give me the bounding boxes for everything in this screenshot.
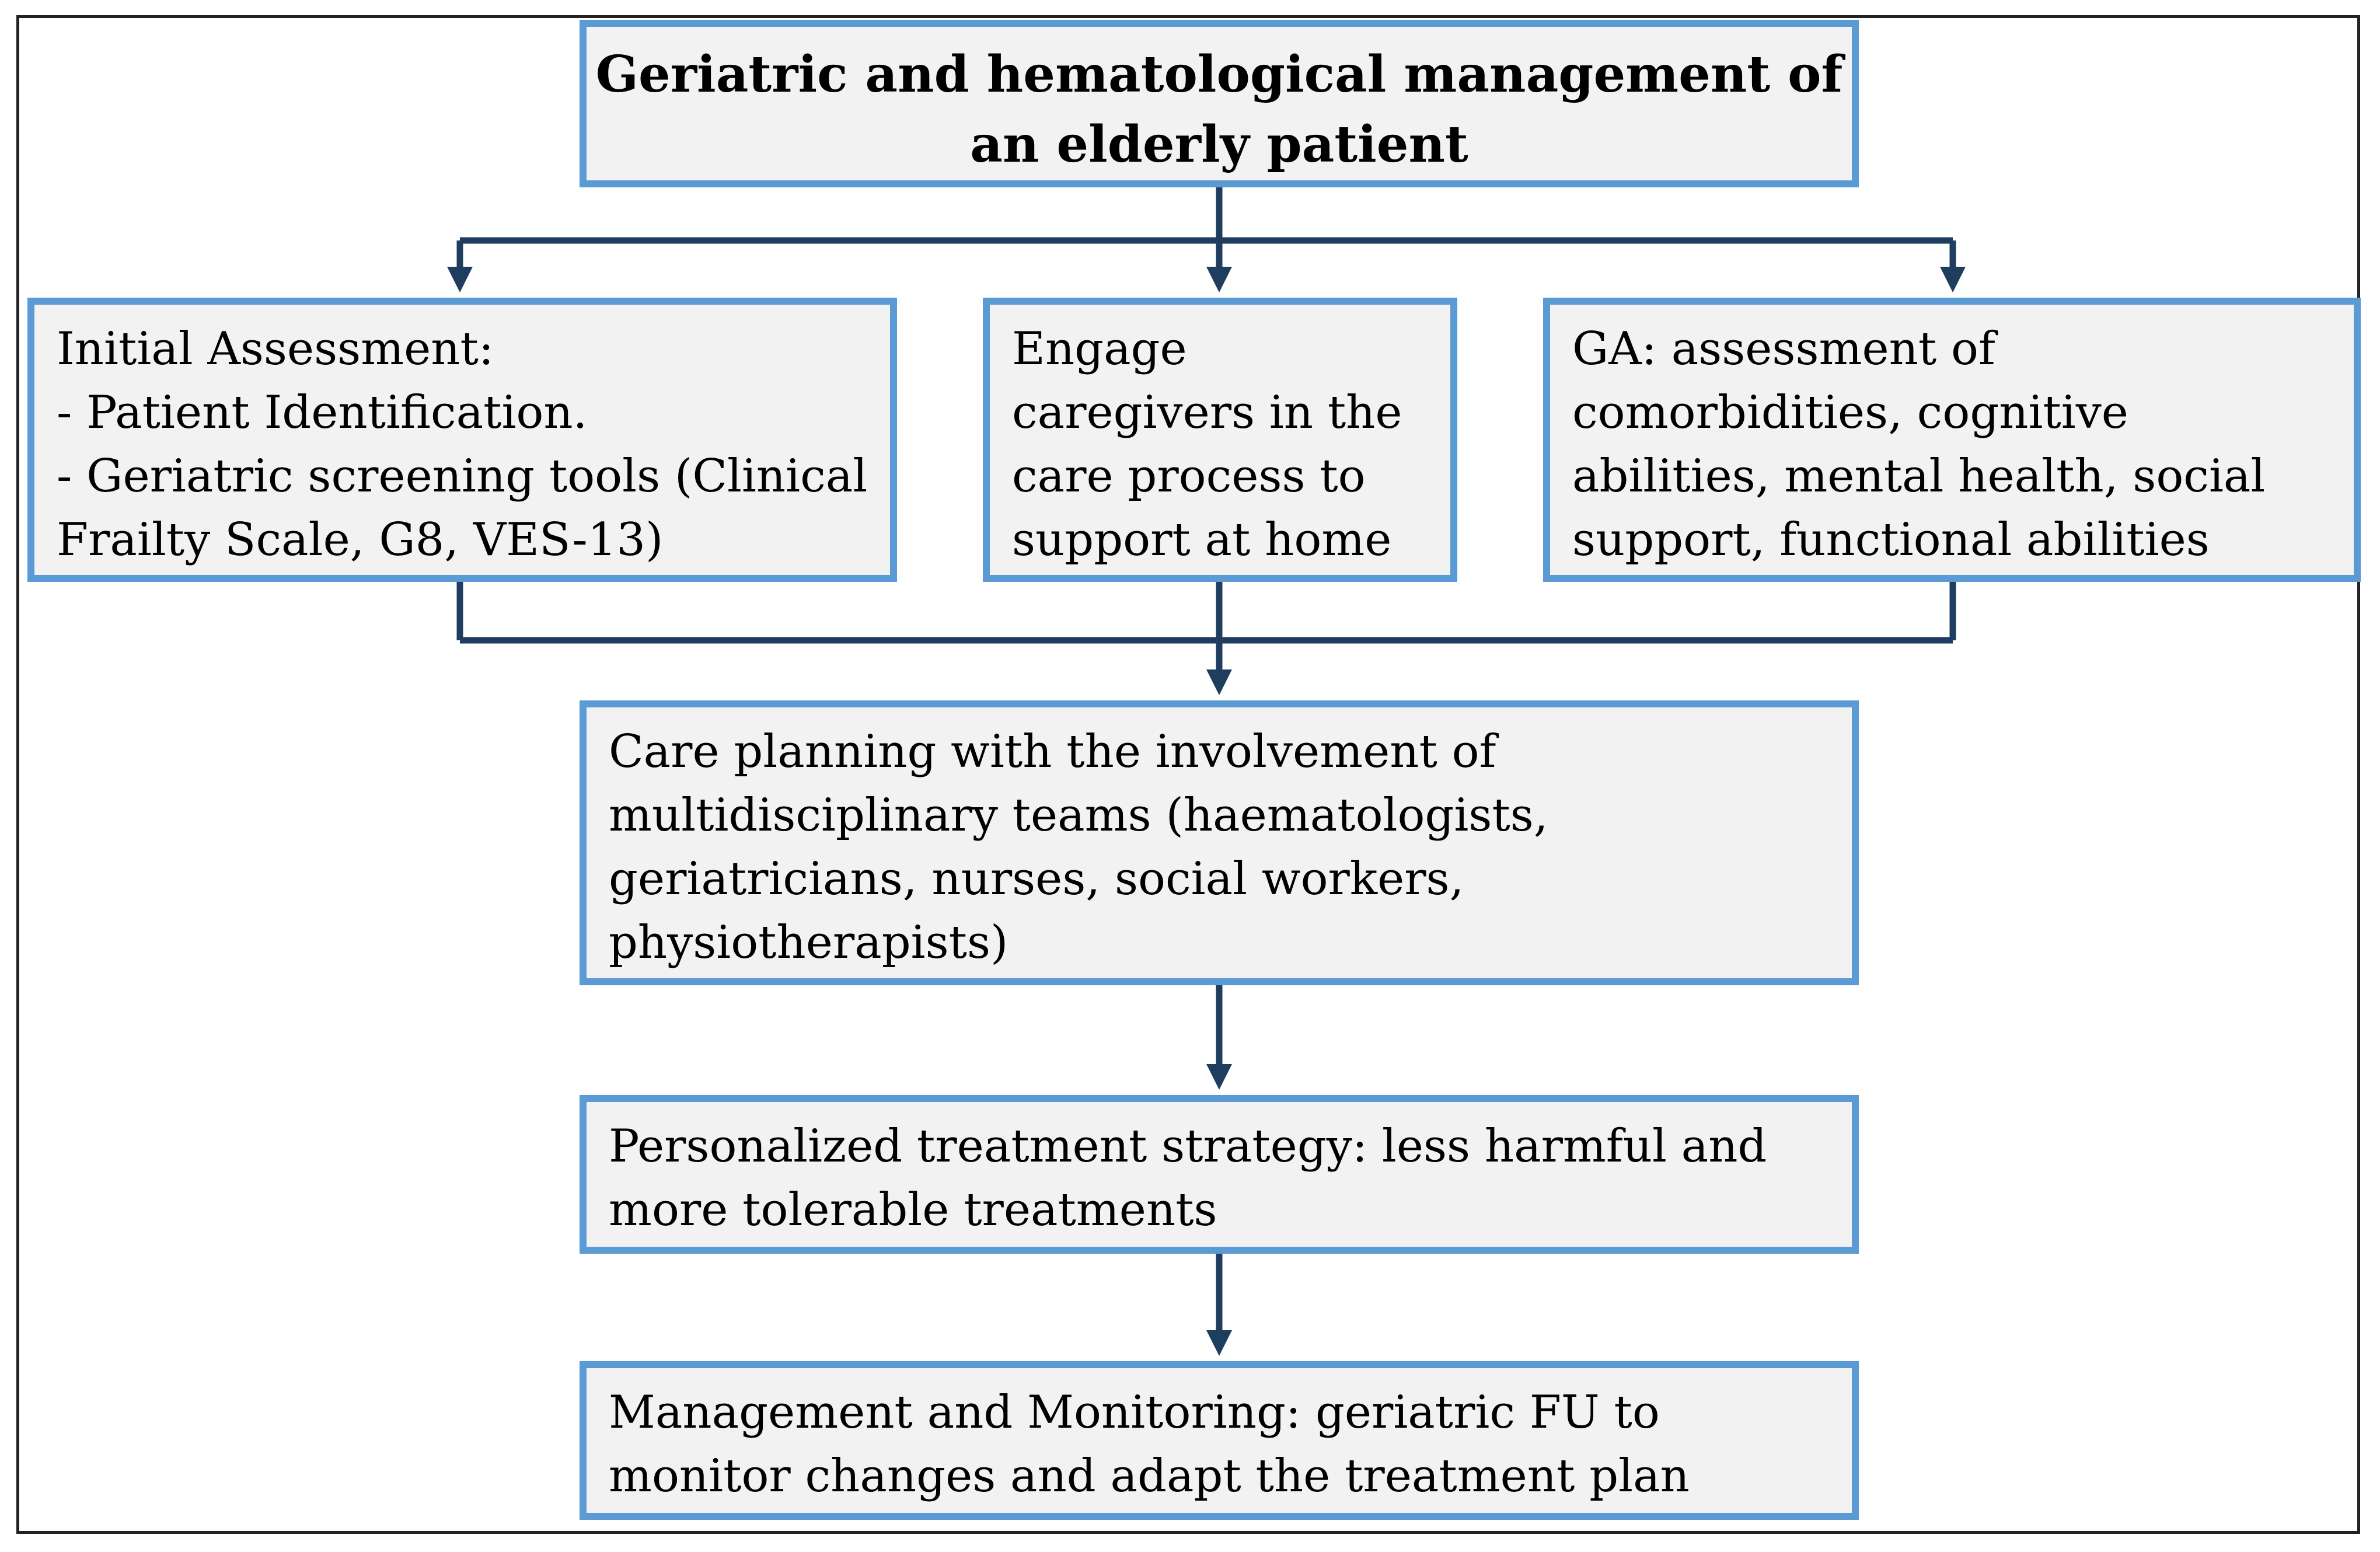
care-planning-line-3: geriatricians, nurses, social workers, — [609, 853, 1464, 905]
initial-assessment-box: Initial Assessment: - Patient Identifica… — [27, 298, 897, 582]
initial-assessment-line-4: Frailty Scale, G8, VES-13) — [57, 514, 664, 566]
ga-assessment-box: GA: assessment of comorbidities, cogniti… — [1543, 298, 2361, 582]
engage-caregivers-box: Engage caregivers in the care process to… — [983, 298, 1457, 582]
management-monitoring-line-1: Management and Monitoring: geriatric FU … — [609, 1386, 1660, 1439]
title-line-1: Geriatric and hematological management o… — [595, 45, 1843, 104]
ga-assessment-line-4: support, functional abilities — [1572, 514, 2210, 566]
initial-assessment-line-2: - Patient Identification. — [57, 386, 588, 439]
care-planning-box: Care planning with the involvement of mu… — [580, 700, 1859, 985]
treatment-strategy-line-2: more tolerable treatments — [609, 1184, 1217, 1236]
engage-caregivers-line-3: care process to — [1012, 450, 1366, 503]
ga-assessment-line-1: GA: assessment of — [1572, 323, 1995, 375]
engage-caregivers-line-4: support at home — [1012, 514, 1392, 566]
engage-caregivers-line-2: caregivers in the — [1012, 386, 1402, 439]
management-monitoring-box: Management and Monitoring: geriatric FU … — [580, 1361, 1859, 1520]
title-line-2: an elderly patient — [970, 115, 1468, 174]
title-box: Geriatric and hematological management o… — [580, 20, 1859, 187]
care-planning-line-2: multidisciplinary teams (haematologists, — [609, 789, 1548, 842]
initial-assessment-line-3: - Geriatric screening tools (Clinical — [57, 450, 868, 503]
initial-assessment-line-1: Initial Assessment: — [57, 323, 494, 375]
care-planning-line-1: Care planning with the involvement of — [609, 726, 1496, 778]
treatment-strategy-box: Personalized treatment strategy: less ha… — [580, 1095, 1859, 1254]
ga-assessment-line-2: comorbidities, cognitive — [1572, 386, 2128, 439]
ga-assessment-line-3: abilities, mental health, social — [1572, 450, 2266, 503]
engage-caregivers-line-1: Engage — [1012, 323, 1187, 375]
care-planning-line-4: physiotherapists) — [609, 916, 1008, 969]
management-monitoring-line-2: monitor changes and adapt the treatment … — [609, 1450, 1690, 1502]
treatment-strategy-line-1: Personalized treatment strategy: less ha… — [609, 1120, 1767, 1173]
